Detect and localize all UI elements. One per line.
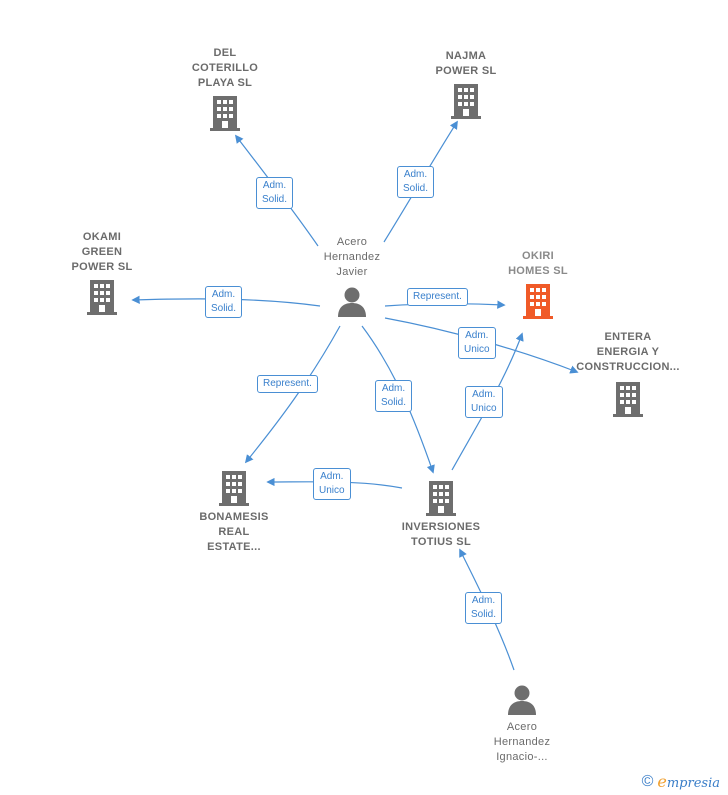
edge-label-javier-okiri: Represent. [407,288,468,306]
node-label: ENTERA ENERGIA Y CONSTRUCCION... [576,331,680,373]
edge-label-javier-najma: Adm. Solid. [397,166,435,198]
building-icon [426,481,456,516]
node-label: INVERSIONES TOTIUS SL [401,521,481,548]
brand-rest: mpresia [666,776,720,791]
edge-label-javier-okami: Adm. Solid. [205,286,243,318]
edge-label-ignacio-inversiones: Adm. Solid. [465,592,503,624]
node-label: Acero Hernandez Javier [323,236,381,278]
node-acero-ignacio[interactable]: Acero Hernandez Ignacio-... [472,684,572,765]
node-najma[interactable]: NAJMA POWER SL [416,49,516,119]
building-icon [219,471,249,506]
person-icon [508,685,536,715]
node-acero-javier[interactable]: Acero Hernandez Javier [302,235,402,318]
node-del-coterillo[interactable]: DEL COTERILLO PLAYA SL [170,46,280,131]
edge-label-javier-bonamesis: Represent. [257,375,318,393]
node-label: NAJMA POWER SL [435,50,497,77]
edge-label-javier-inversiones: Adm. Solid. [375,380,413,412]
node-bonamesis[interactable]: BONAMESIS REAL ESTATE... [184,470,284,555]
building-icon [523,284,553,319]
edge-javier-bonamesis [244,325,341,464]
edge-label-inversiones-okiri: Adm. Unico [465,386,503,418]
person-icon [338,287,366,317]
node-inversiones[interactable]: INVERSIONES TOTIUS SL [386,480,496,550]
node-label: BONAMESIS REAL ESTATE... [199,511,269,553]
node-label: OKAMI GREEN POWER SL [71,231,133,273]
building-icon [613,382,643,417]
node-okiri[interactable]: OKIRI HOMES SL [488,249,588,319]
node-label: Acero Hernandez Ignacio-... [493,721,551,763]
edge-label-javier-del-coterillo: Adm. Solid. [256,177,294,209]
brand-logo: empresia [657,772,720,791]
node-label: DEL COTERILLO PLAYA SL [191,47,259,89]
node-label: OKIRI HOMES SL [508,250,568,277]
copyright-symbol: © [641,772,654,790]
watermark: © empresia [642,772,720,791]
building-icon [210,96,240,131]
building-icon [87,280,117,315]
edge-label-javier-entera: Adm. Unico [458,327,496,359]
building-icon [451,84,481,119]
edge-label-inversiones-bonamesis: Adm. Unico [313,468,351,500]
brand-initial: e [657,772,667,791]
node-okami[interactable]: OKAMI GREEN POWER SL [52,230,152,315]
node-entera[interactable]: ENTERA ENERGIA Y CONSTRUCCION... [570,330,686,417]
